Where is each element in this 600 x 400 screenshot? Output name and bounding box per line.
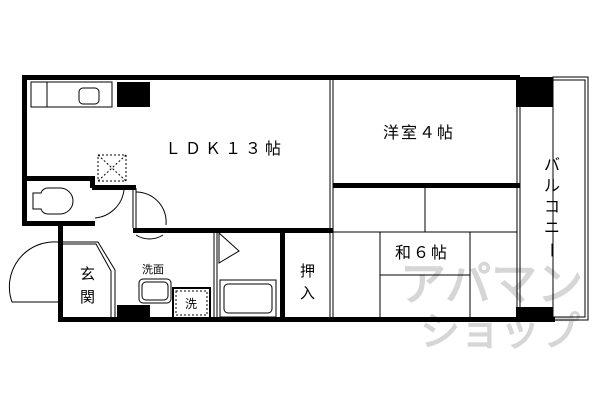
balcony-char: ニ	[544, 218, 560, 237]
water-heater-icon	[218, 231, 240, 264]
room-label-entrance-2: 関	[80, 288, 95, 306]
door-swing	[135, 234, 164, 240]
watermark-line1: アパマン	[400, 257, 583, 311]
watermark-line2: ショップ	[420, 309, 580, 355]
balcony-char: ル	[544, 176, 560, 195]
sink-icon	[78, 87, 100, 105]
entrance-door-swing	[8, 241, 59, 303]
washer-space	[172, 287, 211, 319]
pillar	[117, 305, 150, 320]
room-label-japanese: 和６帖	[395, 243, 449, 262]
walls	[22, 75, 555, 322]
room-label-washroom: 洗面	[142, 263, 164, 276]
washbasin-icon	[138, 278, 172, 304]
room-label-balcony: バ ル コ ニ ー	[542, 155, 561, 258]
shoe-cabinet	[63, 241, 116, 318]
room-label-closet-2: 入	[300, 284, 315, 302]
bathtub-icon	[219, 279, 277, 318]
door-swing	[135, 191, 167, 226]
balcony-char: ー	[542, 242, 561, 258]
pillar	[516, 307, 553, 322]
washer-label: 洗	[185, 297, 197, 311]
room-label-western: 洋室４帖	[383, 123, 455, 142]
room-label-ldk: ＬＤＫ１３帖	[165, 139, 285, 158]
door-swing	[94, 189, 125, 219]
kitchen-counter	[30, 81, 113, 108]
toilet-icon	[32, 187, 74, 215]
watermark-logo: アパマン ショップ	[400, 257, 583, 355]
balcony-char: バ	[544, 155, 560, 174]
room-label-entrance-1: 玄	[80, 265, 95, 283]
room-label-closet-1: 押	[300, 262, 315, 280]
vent-icon	[97, 154, 127, 182]
pillar	[117, 82, 150, 107]
balcony-char: コ	[544, 197, 560, 216]
pillar	[516, 77, 553, 107]
